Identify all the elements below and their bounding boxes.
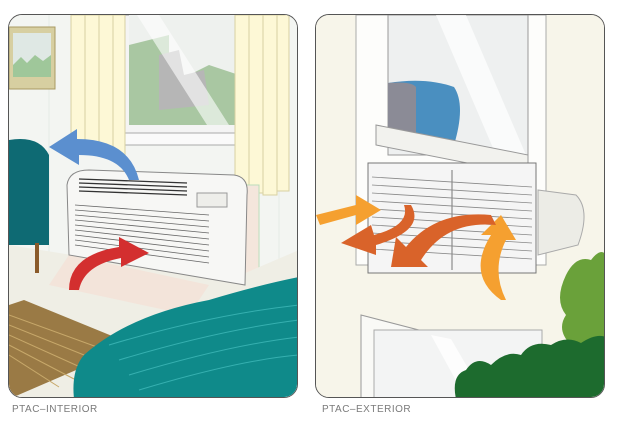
shrubs bbox=[454, 251, 604, 397]
exterior-caption: PTAC–EXTERIOR bbox=[322, 404, 412, 415]
interior-illustration-panel bbox=[8, 14, 298, 398]
exterior-illustration-panel bbox=[315, 14, 605, 398]
intake-arrow-bottom bbox=[480, 215, 516, 300]
interior-scene bbox=[9, 15, 297, 397]
exhaust-arrow-2 bbox=[391, 214, 496, 267]
armchair bbox=[9, 139, 49, 245]
cool-air-arrow bbox=[49, 129, 139, 180]
exterior-scene bbox=[316, 15, 604, 397]
bed bbox=[73, 277, 297, 397]
wall-sleeve bbox=[537, 189, 585, 256]
interior-caption: PTAC–INTERIOR bbox=[12, 404, 98, 415]
return-air-arrow bbox=[69, 237, 149, 290]
intake-arrow-left bbox=[316, 195, 381, 225]
window bbox=[116, 15, 256, 146]
exhaust-arrow-1 bbox=[341, 205, 415, 255]
wall-picture bbox=[9, 26, 56, 90]
